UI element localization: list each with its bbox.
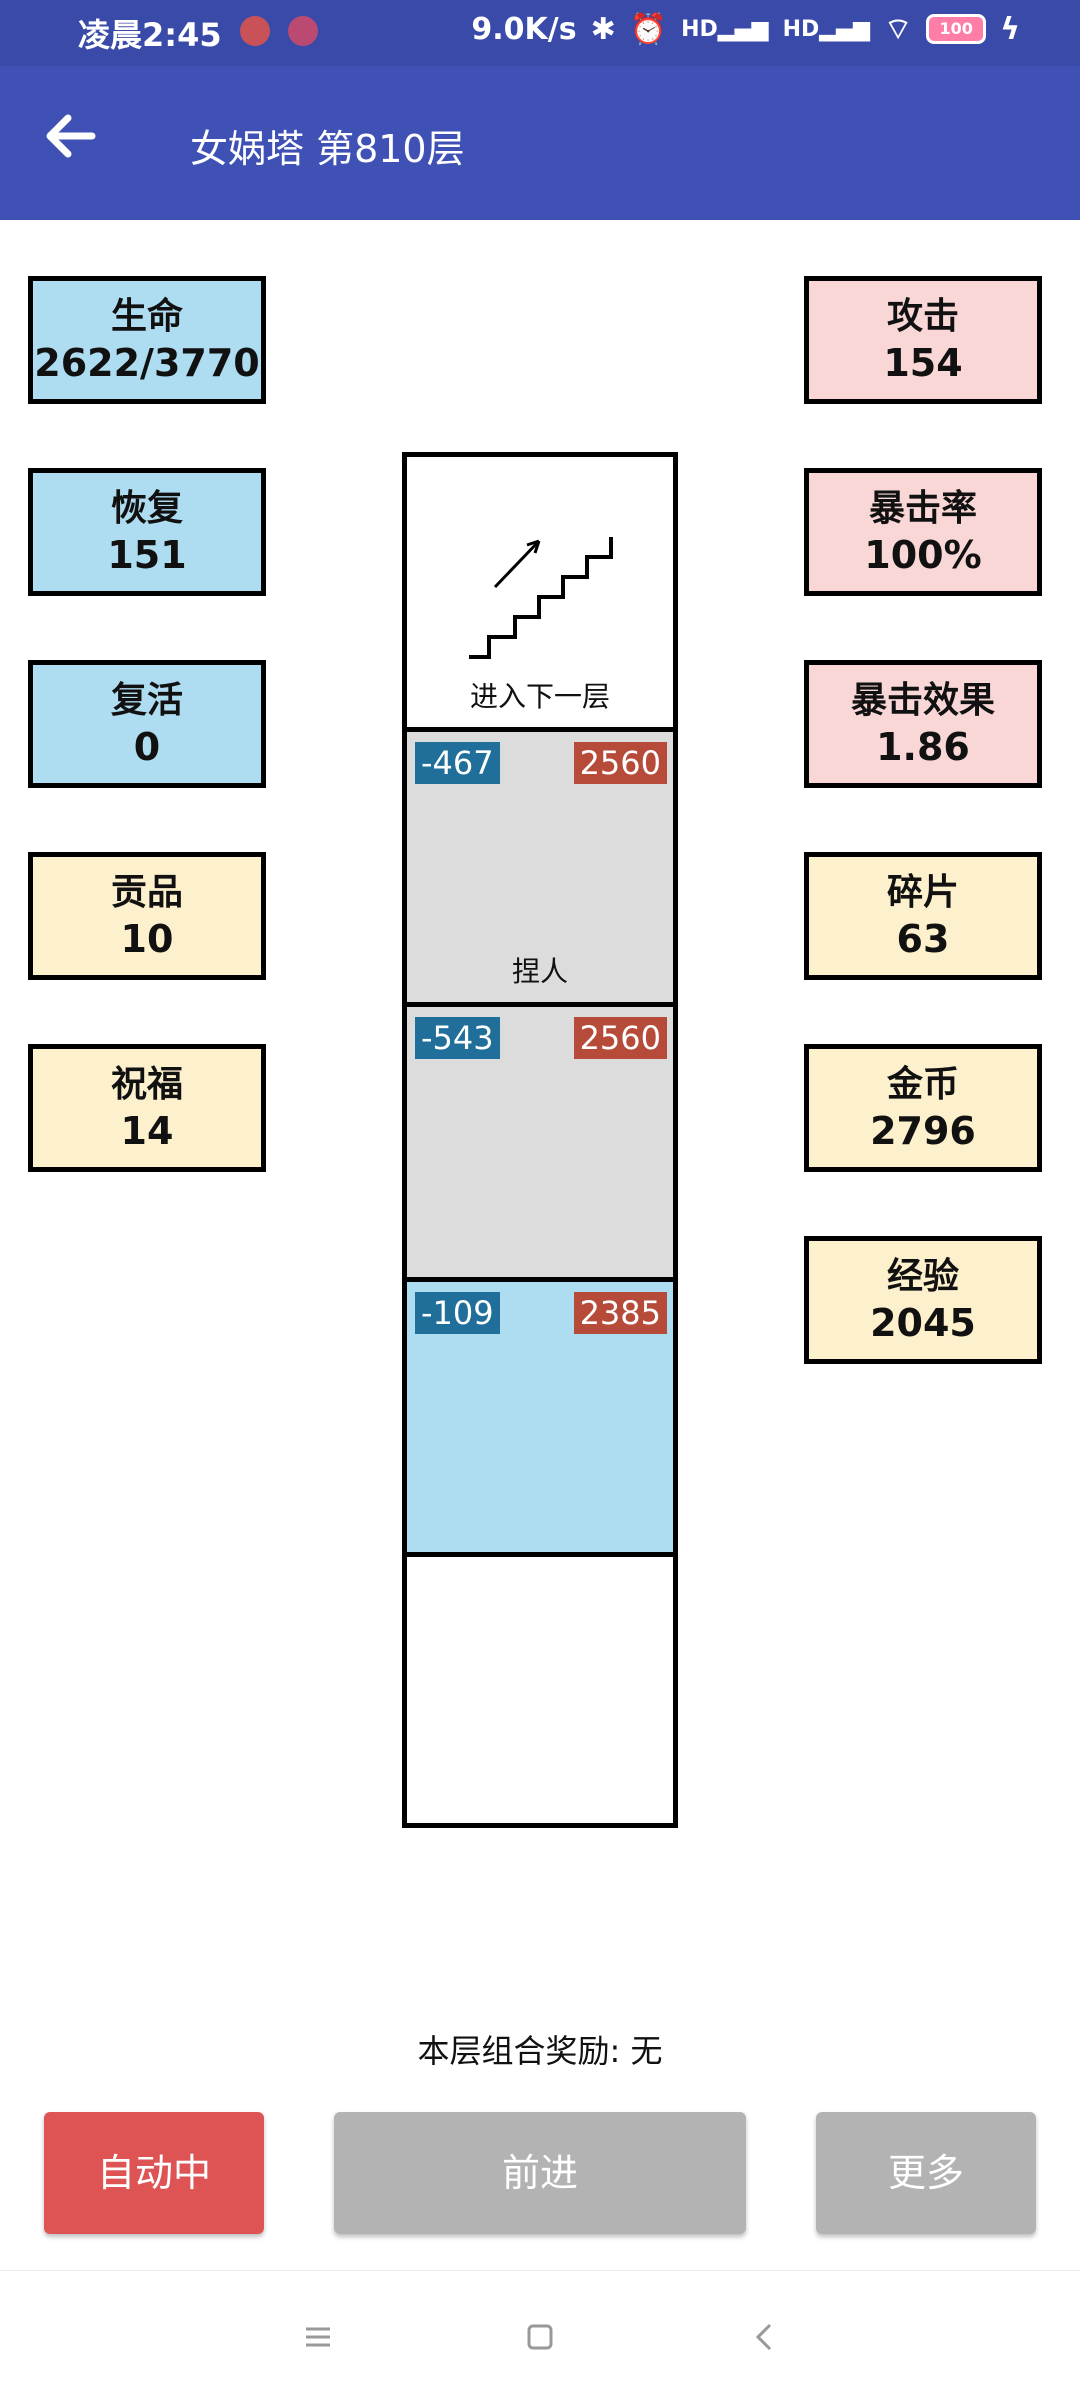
network-speed: 9.0K/s [471,11,577,47]
stat-box-blessing: 祝福 14 [28,1044,266,1172]
enemy-hp-badge: 2560 [573,742,667,784]
tower: 进入下一层 -467 2560 捏人 -543 2560 -109 2385 [402,452,678,1828]
floor-bonus-text: 本层组合奖励: 无 [417,2032,663,2070]
stat-box-gold: 金币 2796 [804,1044,1042,1172]
damage-badge: -543 [415,1017,500,1059]
stat-value: 63 [896,917,950,961]
notification-icon [288,16,318,46]
stat-value: 154 [883,341,963,385]
battery-icon: 100 [926,14,987,44]
stat-value: 100% [864,533,982,577]
status-bar: 凌晨2:45 9.0K/s ✱ ⏰ HD▂▄▆ HD▂▄▆ ⌔ 100 ϟ [0,0,1080,66]
stat-box-tribute: 贡品 10 [28,852,266,980]
stat-box-hp: 生命 2622/3770 [28,276,266,404]
stat-label: 生命 [110,296,183,337]
stat-value: 14 [120,1109,174,1153]
stat-label: 攻击 [886,296,959,337]
tower-cell[interactable]: -543 2560 [407,1007,673,1282]
stat-label: 复活 [110,680,183,721]
status-time: 凌晨2:45 [78,16,222,54]
tower-stairs-cell[interactable]: 进入下一层 [407,457,673,732]
stat-value: 2045 [870,1301,976,1345]
stat-box-regen: 恢复 151 [28,468,266,596]
damage-badge: -109 [415,1292,500,1334]
stairs-label: 进入下一层 [469,680,610,713]
alarm-icon: ⏰ [629,11,668,47]
stat-label: 恢复 [110,488,183,529]
notification-icon [240,16,270,46]
status-right: 9.0K/s ✱ ⏰ HD▂▄▆ HD▂▄▆ ⌔ 100 ϟ [471,10,1020,48]
enemy-hp-badge: 2385 [573,1292,667,1334]
stat-label: 经验 [886,1256,959,1297]
stat-box-attack: 攻击 154 [804,276,1042,404]
bluetooth-icon: ✱ [590,11,616,47]
stat-box-exp: 经验 2045 [804,1236,1042,1364]
signal-icon: HD▂▄▆ [681,16,769,42]
back-button[interactable] [40,106,120,176]
stat-value: 2796 [870,1109,976,1153]
wifi-icon: ⌔ [884,12,913,47]
forward-button[interactable]: 前进 [334,2112,746,2234]
stat-value: 2622/3770 [34,341,260,385]
arrow-left-icon [46,114,96,158]
stat-value: 0 [133,725,161,769]
stat-box-crit-effect: 暴击效果 1.86 [804,660,1042,788]
back-nav-icon[interactable] [748,2319,784,2355]
damage-badge: -467 [415,742,500,784]
tower-cell[interactable]: -109 2385 [407,1282,673,1557]
stat-value: 151 [107,533,187,577]
stairs-icon [469,537,613,659]
auto-button[interactable]: 自动中 [44,2112,264,2234]
charging-icon: ϟ [1000,11,1020,47]
stat-box-revive: 复活 0 [28,660,266,788]
home-icon[interactable] [522,2319,558,2355]
stat-label: 暴击效果 [850,680,995,721]
tower-cell-empty[interactable] [407,1557,673,1823]
system-nav-bar [0,2270,1080,2401]
stat-label: 祝福 [110,1064,183,1105]
stat-box-fragments: 碎片 63 [804,852,1042,980]
stat-value: 10 [120,917,174,961]
stat-label: 金币 [886,1064,959,1105]
app-bar: 女娲塔 第810层 [0,66,1080,220]
more-button[interactable]: 更多 [816,2112,1036,2234]
menu-icon[interactable] [300,2319,336,2355]
stat-value: 1.86 [876,725,970,769]
stat-label: 贡品 [110,872,183,913]
signal-icon: HD▂▄▆ [782,16,870,42]
enemy-hp-badge: 2560 [573,1017,667,1059]
stat-label: 暴击率 [868,488,977,529]
stat-box-crit-rate: 暴击率 100% [804,468,1042,596]
tower-cell[interactable]: -467 2560 捏人 [407,732,673,1007]
page-title: 女娲塔 第810层 [190,127,465,171]
stat-label: 碎片 [886,872,959,913]
cell-name: 捏人 [511,955,568,988]
